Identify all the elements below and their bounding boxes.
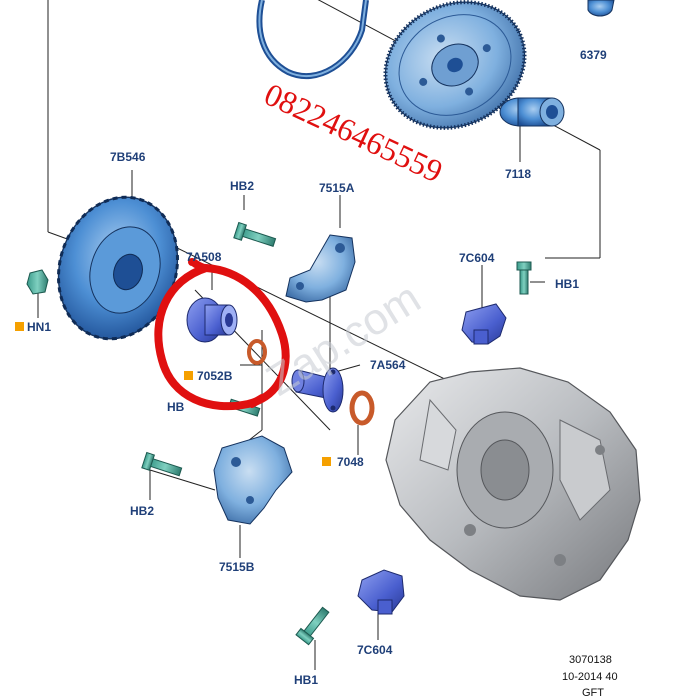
label-hb1-bottom: HB1 xyxy=(294,673,318,687)
red-circle-annotation xyxy=(154,258,290,411)
label-7515A: 7515A xyxy=(319,181,355,195)
label-6379: 6379 xyxy=(580,48,607,62)
model-code: GFT xyxy=(582,687,604,699)
guide-sleeve-7a564-part xyxy=(291,367,344,413)
gasket-part xyxy=(256,0,369,80)
release-bearing-part xyxy=(186,297,238,343)
note-marker-hn1 xyxy=(15,322,24,331)
label-hb2-bottom: HB2 xyxy=(130,504,154,518)
label-hb-partial: HB xyxy=(167,400,185,414)
transmission-case-part xyxy=(385,367,641,601)
label-7C604-top: 7C604 xyxy=(459,251,495,265)
figure-number: 3070138 xyxy=(569,654,612,666)
seal-7052b-part xyxy=(247,339,267,365)
seal-7048-part xyxy=(349,390,375,426)
flexplate-part xyxy=(383,0,527,130)
clutch-pressure-plate-part xyxy=(57,195,179,341)
bolt-hb2-top-part xyxy=(233,221,277,247)
label-7A564: 7A564 xyxy=(370,358,406,372)
label-7515B: 7515B xyxy=(219,560,255,574)
actuator-7c604-top-part xyxy=(461,303,507,345)
label-7052B: 7052B xyxy=(197,369,233,383)
note-marker-7052b xyxy=(184,371,193,380)
bolt-hb1-top-part xyxy=(516,261,532,295)
label-7A508: 7A508 xyxy=(186,250,222,264)
note-marker-7048 xyxy=(322,457,331,466)
actuator-7c604-bottom-part xyxy=(357,569,405,615)
label-7C604-bottom: 7C604 xyxy=(357,643,393,657)
label-hb1-top: HB1 xyxy=(555,277,579,291)
date-code: 10-2014 40 xyxy=(562,671,618,683)
label-7048: 7048 xyxy=(337,455,364,469)
nut-hn1-part xyxy=(26,269,49,295)
bracket-7515a-part xyxy=(285,234,356,303)
bolt-hb2-bottom-part xyxy=(141,451,183,477)
bolt-hb1-bottom-part xyxy=(295,606,330,646)
label-7B546: 7B546 xyxy=(110,150,146,164)
pilot-bearing-part xyxy=(499,97,565,127)
label-hb2-top: HB2 xyxy=(230,179,254,193)
part-6379 xyxy=(587,0,615,17)
bracket-7515b-part xyxy=(213,435,293,525)
label-hn1: HN1 xyxy=(27,320,51,334)
label-7118: 7118 xyxy=(505,167,531,181)
